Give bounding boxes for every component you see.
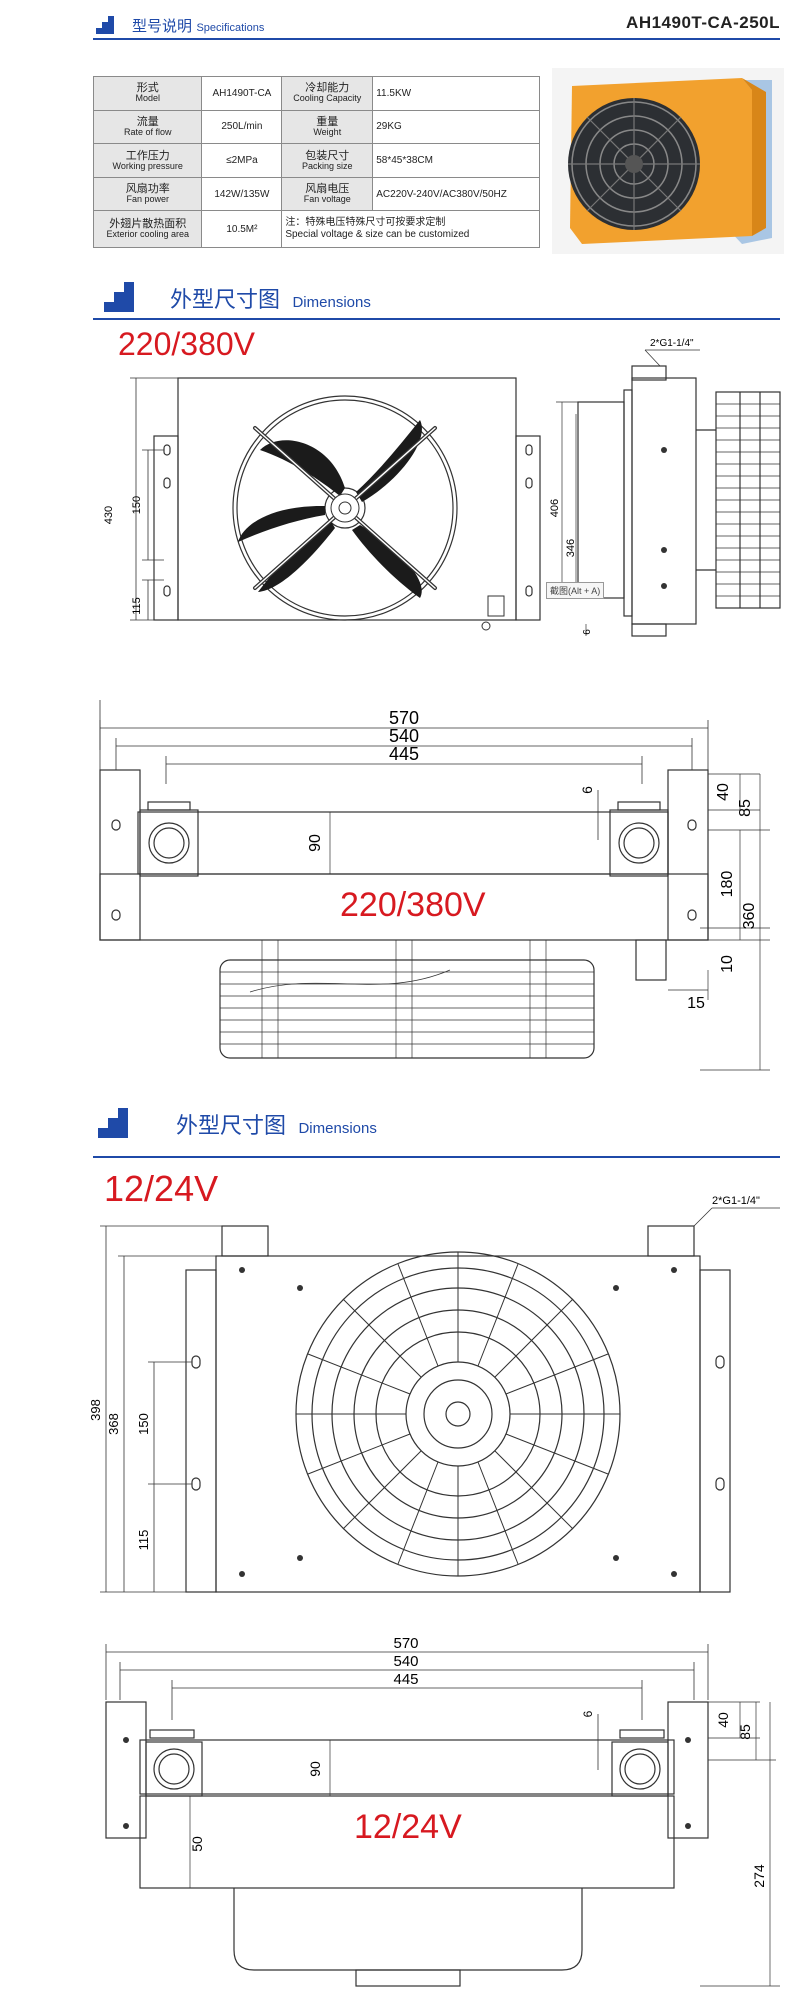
section1-logo-icon — [104, 282, 140, 312]
section2-front-drawing: 2*G1-1/4" 398 368 150 115 — [88, 1195, 780, 1593]
dim-274: 274 — [751, 1864, 767, 1888]
dim-150: 150 — [131, 496, 143, 514]
dim-346: 346 — [565, 539, 577, 557]
dim-115: 115 — [131, 597, 143, 615]
dim-6-side: 6 — [582, 629, 593, 635]
header-title-cn: 型号说明 — [132, 17, 193, 35]
voltage-label-2: 12/24V — [104, 1168, 219, 1209]
spec-value: 142W/135W — [201, 176, 283, 212]
spec-value: 250L/min — [201, 109, 283, 145]
section1-front-side-drawing: 430 150 115 2*G1-1/4" 406 346 6 — [103, 338, 781, 637]
section2-top-drawing: 570 540 445 6 90 40 85 274 50 — [105, 1635, 780, 1987]
voltage-label-2b: 12/24V — [354, 1808, 462, 1846]
dim-368: 368 — [106, 1413, 121, 1435]
dim-570-2: 570 — [393, 1635, 418, 1652]
dim-50: 50 — [189, 1836, 205, 1852]
fan-guard-icon — [296, 1252, 620, 1576]
dim-15: 15 — [687, 995, 705, 1012]
dim-398: 398 — [88, 1399, 103, 1421]
section1-title-cn: 外型尺寸图 — [170, 288, 281, 313]
dim-445: 445 — [389, 744, 419, 764]
spec-value: AC220V-240V/AC380V/50HZ — [372, 176, 540, 212]
dim-85: 85 — [737, 799, 754, 817]
dim-540-2: 540 — [393, 1653, 418, 1670]
port-label-2: 2*G1-1/4" — [712, 1195, 760, 1207]
dim-40: 40 — [715, 783, 732, 801]
voltage-label-1b: 220/380V — [340, 886, 486, 924]
terminal-box-icon — [487, 595, 505, 617]
voltage-label-1: 220/380V — [118, 326, 256, 362]
dim-430: 430 — [103, 506, 115, 524]
header-title-en: Specifications — [196, 22, 265, 34]
dim-6-top-2: 6 — [581, 1710, 595, 1717]
dim-150-2: 150 — [136, 1413, 151, 1435]
dim-115-2: 115 — [136, 1530, 151, 1551]
dim-445-2: 445 — [393, 1671, 418, 1688]
section1-rule — [93, 318, 780, 320]
header-logo-icon — [96, 16, 118, 34]
spec-value: 10.5M² — [201, 210, 283, 248]
section2-title: 外型尺寸图 Dimensions — [176, 1108, 377, 1140]
dim-10: 10 — [719, 955, 736, 973]
dim-360: 360 — [741, 903, 758, 930]
port-label-1: 2*G1-1/4" — [650, 338, 694, 349]
section1-top-drawing: 570 540 445 6 90 40 8 — [99, 700, 770, 1071]
spec-value: ≤2MPa — [201, 143, 283, 178]
screenshot-tooltip: 截图(Alt + A) — [546, 582, 605, 599]
header-rule — [93, 38, 780, 40]
dim-90-2: 90 — [307, 1761, 323, 1777]
spec-value: 58*45*38CM — [372, 143, 540, 178]
dim-540: 540 — [389, 726, 419, 746]
dim-90: 90 — [307, 834, 324, 852]
section1-title-en: Dimensions — [292, 294, 371, 311]
section2-title-cn: 外型尺寸图 — [176, 1114, 287, 1139]
header-title: 型号说明 Specifications — [132, 15, 264, 36]
dim-6-top: 6 — [579, 786, 595, 794]
spec-value: 11.5KW — [372, 76, 540, 111]
dim-570: 570 — [389, 708, 419, 728]
section2-logo-icon — [98, 1108, 134, 1138]
product-photo — [552, 68, 784, 254]
section1-title: 外型尺寸图 Dimensions — [170, 282, 371, 314]
section2-rule — [93, 1156, 780, 1158]
model-code: AH1490T-CA-250L — [626, 13, 780, 32]
section2-title-en: Dimensions — [298, 1120, 377, 1137]
dim-180: 180 — [719, 871, 736, 898]
spec-value: AH1490T-CA — [201, 76, 283, 111]
spec-value: 29KG — [372, 109, 540, 145]
dim-40-2: 40 — [715, 1712, 731, 1728]
dim-406: 406 — [549, 499, 561, 517]
dim-85-2: 85 — [737, 1724, 753, 1740]
